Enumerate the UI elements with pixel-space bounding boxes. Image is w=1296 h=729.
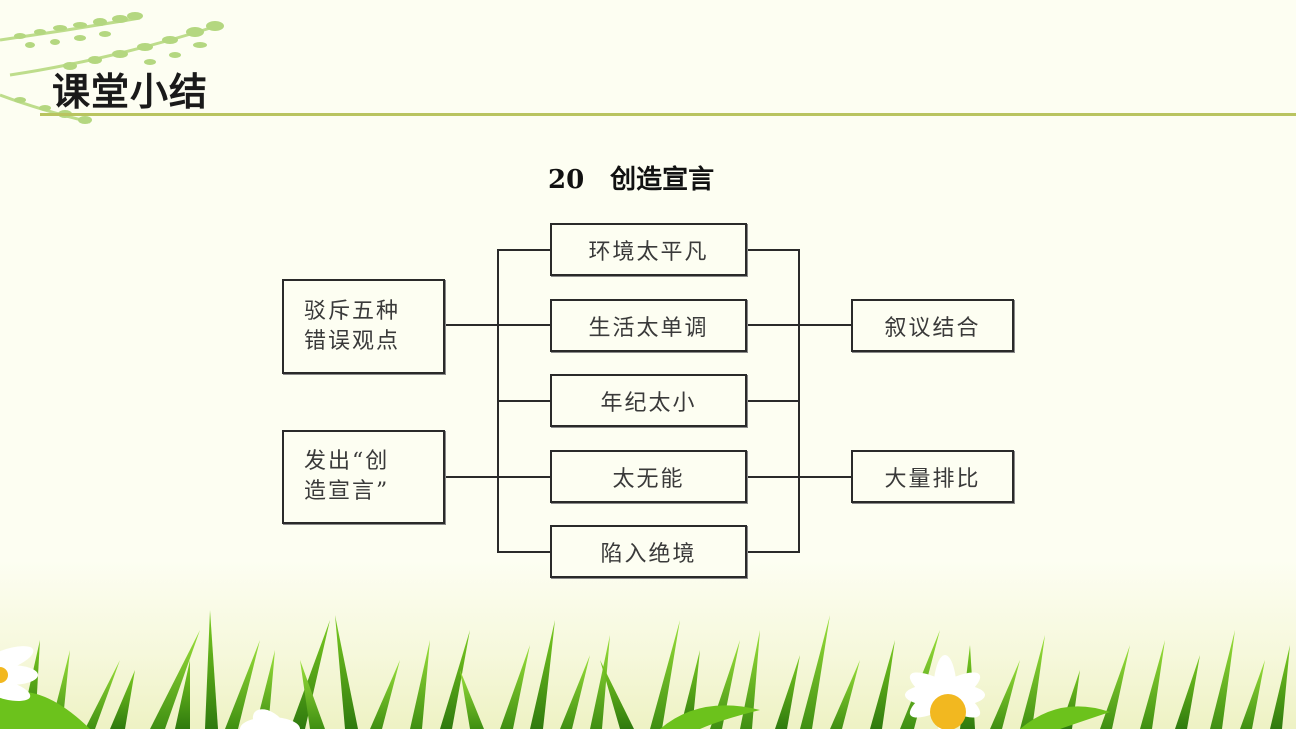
node-too-young: 年纪太小	[550, 374, 747, 427]
connector-mid-right-2	[746, 324, 799, 326]
connector-mid-right-1	[746, 249, 799, 251]
node-refute-errors: 驳斥五种 错误观点	[282, 279, 445, 374]
daisy-flower-icon	[905, 655, 985, 729]
title-divider	[40, 113, 1296, 116]
grass-decoration-icon	[0, 610, 1290, 729]
diagram-title: 20 创造宣言	[548, 165, 715, 195]
node-incapable: 太无能	[550, 450, 747, 503]
section-title: 课堂小结	[52, 70, 209, 114]
node-issue-declaration: 发出“创 造宣言”	[282, 430, 445, 524]
node-line: 错误观点	[304, 328, 401, 354]
node-line: 造宣言”	[304, 479, 390, 504]
connector-right-2	[798, 476, 852, 478]
connector-mid-left-1	[497, 249, 551, 251]
node-line: 发出“创	[304, 449, 390, 474]
connector-right-1	[798, 324, 852, 326]
connector-right-bracket	[798, 249, 800, 553]
node-line: 驳斥五种	[304, 298, 401, 324]
node-narrative-argument: 叙议结合	[851, 299, 1014, 352]
connector-mid-left-3	[497, 400, 551, 402]
node-environment-ordinary: 环境太平凡	[550, 223, 747, 276]
node-desperate-situation: 陷入绝境	[550, 525, 747, 578]
leaf-branch-icon	[0, 12, 224, 124]
connector-mid-left-4	[497, 476, 551, 478]
daisy-flower-icon	[0, 646, 38, 701]
connector-left-2	[444, 476, 498, 478]
connector-mid-right-4	[746, 476, 799, 478]
connector-mid-left-2	[497, 324, 551, 326]
connector-left-1	[444, 324, 498, 326]
connector-mid-right-5	[746, 551, 799, 553]
node-life-monotonous: 生活太单调	[550, 299, 747, 352]
connector-mid-right-3	[746, 400, 799, 402]
connector-mid-left-5	[497, 551, 551, 553]
daisy-flower-icon	[240, 709, 300, 729]
node-parallelism: 大量排比	[851, 450, 1014, 503]
